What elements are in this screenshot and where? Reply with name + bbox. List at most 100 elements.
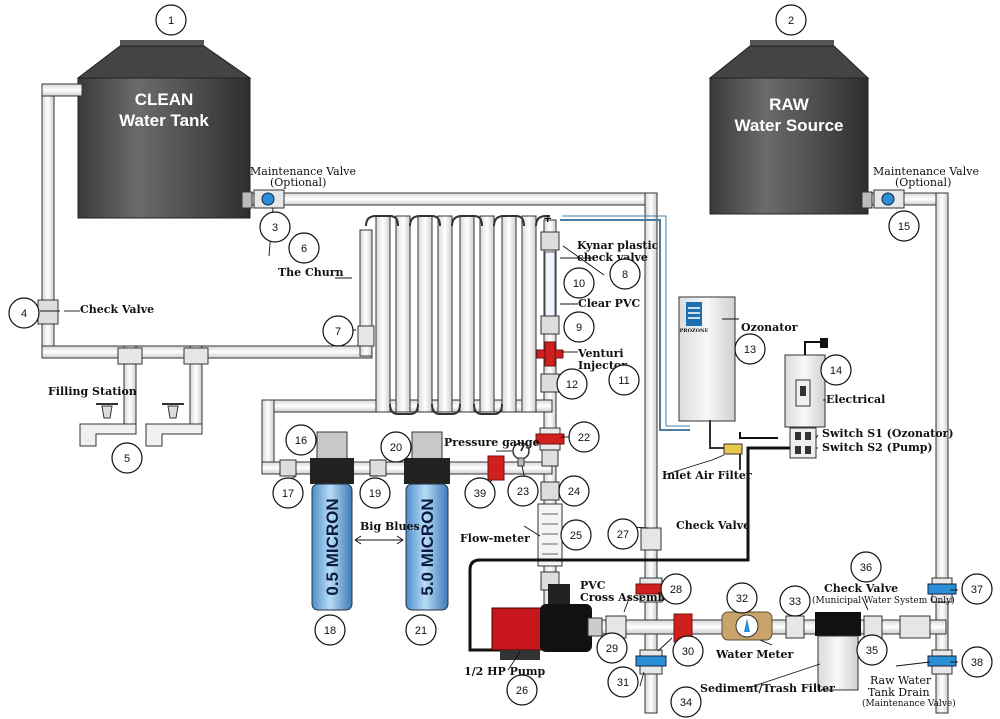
callout-31: 31 <box>607 666 639 698</box>
callout-number-text: 16 <box>295 435 307 447</box>
callout-number-text: 8 <box>622 269 628 281</box>
callout-number-text: 6 <box>301 243 307 255</box>
blue-valves <box>241 189 957 675</box>
callout-number-text: 12 <box>566 379 578 391</box>
callout-number-text: 25 <box>570 530 582 542</box>
callout-number-text: 35 <box>866 645 878 657</box>
callout-30: 30 <box>672 635 704 667</box>
callout-number-text: 29 <box>606 643 618 655</box>
maint-valve-left-optional: (Optional) <box>270 176 326 189</box>
pvc-cross-label-2: Cross Assembly <box>580 591 677 604</box>
callout-18: 18 <box>314 614 346 646</box>
callout-number-text: 1 <box>168 15 174 27</box>
check-valve-4-label: Check Valve <box>80 303 154 316</box>
callout-number-text: 19 <box>369 488 381 500</box>
callout-number-text: 5 <box>124 453 130 465</box>
water-meter-label: Water Meter <box>715 648 793 661</box>
clean-water-tank: CLEAN Water Tank <box>76 40 252 219</box>
water-meter <box>721 611 773 641</box>
callout-number-text: 32 <box>736 593 748 605</box>
callout-number-text: 14 <box>830 365 842 377</box>
callout-number-text: 18 <box>324 625 336 637</box>
callout-15: 15 <box>888 210 920 242</box>
callout-12: 12 <box>556 368 588 400</box>
callout-9: 9 <box>563 311 595 343</box>
callout-32: 32 <box>726 582 758 614</box>
callout-36: 36 <box>850 551 882 583</box>
callout-5: 5 <box>111 442 143 474</box>
callout-24: 24 <box>558 475 590 507</box>
text-labels: Maintenance Valve (Optional) Maintenance… <box>48 165 979 709</box>
filter-05-micron-label: 0.5 MICRON <box>323 498 342 595</box>
inlet-air-filter-label: Inlet Air Filter <box>662 469 752 482</box>
callout-number-text: 33 <box>789 596 801 608</box>
callout-22: 22 <box>568 421 600 453</box>
callout-number-text: 3 <box>272 222 278 234</box>
pressure-gauge <box>512 442 530 467</box>
callout-25: 25 <box>560 519 592 551</box>
raw-tank-title-2: Water Source <box>735 116 844 135</box>
callout-26: 26 <box>506 674 538 706</box>
callout-20: 20 <box>380 431 412 463</box>
callout-10: 10 <box>563 267 595 299</box>
red-valves <box>487 427 693 643</box>
check-valve-27-label: Check Valve <box>676 519 750 532</box>
maint-valve-right-optional: (Optional) <box>895 176 951 189</box>
callout-number-text: 26 <box>516 685 528 697</box>
municipal-label: (Municipal Water System Only) <box>812 595 955 606</box>
venturi-label-1: Venturi <box>577 347 624 360</box>
callout-23: 23 <box>507 475 539 507</box>
callout-38: 38 <box>961 646 993 678</box>
pressure-gauge-label: Pressure gauge <box>444 436 540 449</box>
clear-pvc-label: Clear PVC <box>578 297 640 310</box>
fittings <box>279 459 931 639</box>
callout-number-text: 9 <box>576 322 582 334</box>
ozonator-label: Ozonator <box>741 321 798 334</box>
raw-water-tank: RAW Water Source <box>708 40 870 215</box>
callout-number-text: 4 <box>21 308 27 320</box>
callout-1: 1 <box>155 4 187 36</box>
callout-21: 21 <box>405 614 437 646</box>
callout-13: 13 <box>734 333 766 365</box>
ozonator-brand: PROZONE <box>680 328 709 334</box>
half-hp-pump <box>491 584 603 660</box>
callout-14: 14 <box>820 354 852 386</box>
flow-meter-label: Flow-meter <box>460 532 530 545</box>
callout-number-text: 17 <box>282 488 294 500</box>
callout-number-text: 39 <box>474 488 486 500</box>
raw-drain-label-2: Tank Drain <box>868 686 930 699</box>
callout-6: 6 <box>288 232 320 264</box>
pump-label: 1/2 HP Pump <box>464 665 546 678</box>
kynar-label-1: Kynar plastic <box>577 239 659 252</box>
filter-50-micron-label: 5.0 MICRON <box>418 498 437 595</box>
callout-37: 37 <box>961 573 993 605</box>
callout-number-text: 2 <box>788 15 794 27</box>
callout-8: 8 <box>609 258 641 290</box>
callout-number-text: 20 <box>390 442 402 454</box>
callout-number-text: 22 <box>578 432 590 444</box>
big-blue-filters: 0.5 MICRON 5.0 MICRON <box>310 431 450 611</box>
filling-station-label: Filling Station <box>48 385 137 398</box>
callout-number-text: 27 <box>617 529 629 541</box>
callout-27: 27 <box>607 518 639 550</box>
callout-number-text: 13 <box>744 344 756 356</box>
callout-39: 39 <box>464 477 496 509</box>
the-churn <box>357 215 550 415</box>
callout-19: 19 <box>359 477 391 509</box>
faucets <box>79 403 203 447</box>
callout-number-text: 38 <box>971 657 983 669</box>
electrical-label: Electrical <box>826 393 885 406</box>
callout-35: 35 <box>856 634 888 666</box>
callout-number-text: 21 <box>415 625 427 637</box>
callout-4: 4 <box>8 297 40 329</box>
callout-number-text: 10 <box>573 278 585 290</box>
callout-11: 11 <box>608 364 640 396</box>
sediment-filter <box>815 612 861 691</box>
callout-16: 16 <box>285 424 317 456</box>
kynar-label-2: check valve <box>577 251 648 264</box>
callout-number-text: 31 <box>617 677 629 689</box>
callout-number-text: 28 <box>670 584 682 596</box>
